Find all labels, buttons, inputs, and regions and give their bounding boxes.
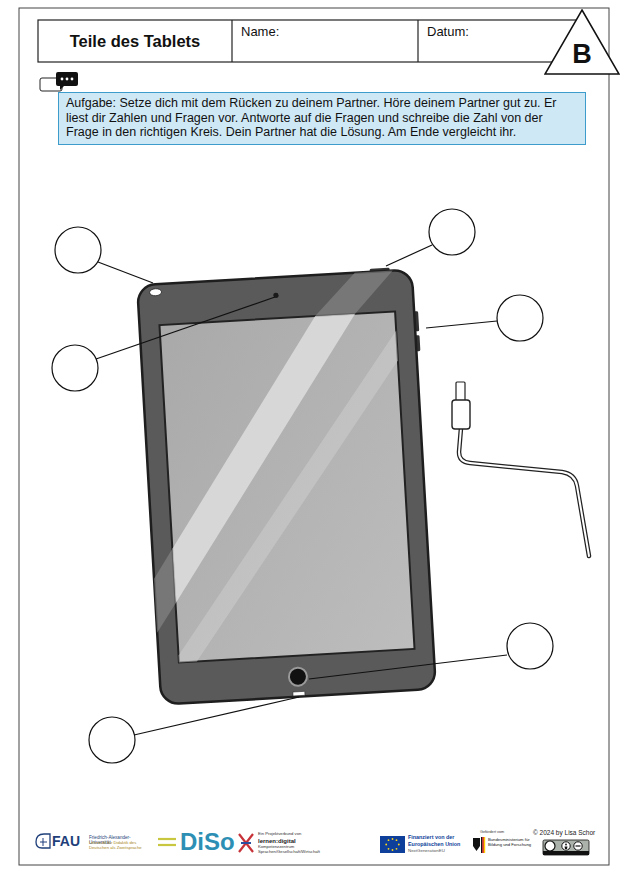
speech-bubble-tail bbox=[60, 86, 64, 90]
task-text: Aufgabe: Setze dich mit dem Rücken zu de… bbox=[66, 96, 578, 140]
screen-reflection bbox=[159, 314, 371, 604]
answer-circle bbox=[497, 295, 543, 341]
field-label: Name: bbox=[241, 24, 409, 39]
funding-text: Finanziert von der bbox=[408, 835, 454, 841]
tablet-body bbox=[137, 269, 436, 704]
bmbf-mark bbox=[473, 837, 485, 853]
logo-bar bbox=[158, 844, 176, 846]
funding-text: Europäischen Union bbox=[408, 842, 460, 848]
badge-band bbox=[543, 851, 589, 855]
answer-circle bbox=[89, 717, 135, 763]
logo-bar bbox=[158, 838, 176, 840]
logo-caption: Sprachen/Gesellschaft/Wirtschaft bbox=[258, 850, 320, 855]
badge-icon bbox=[562, 842, 570, 850]
logo-text: FAU bbox=[52, 834, 80, 849]
answer-circle bbox=[52, 345, 98, 391]
tablet-screen bbox=[159, 311, 414, 662]
diso-mark bbox=[158, 839, 176, 845]
flag bbox=[380, 836, 405, 853]
leader-lines bbox=[96, 245, 507, 735]
table-divider bbox=[417, 20, 418, 62]
body-reflection bbox=[152, 549, 177, 633]
body-reflection bbox=[313, 271, 395, 317]
logo-caption: Ein Projektverbund von bbox=[258, 832, 301, 837]
eagle bbox=[473, 838, 480, 851]
logo-shape bbox=[239, 834, 253, 852]
leader-line bbox=[426, 321, 497, 328]
dot bbox=[61, 78, 64, 81]
field-label: Datum: bbox=[427, 24, 535, 39]
fau-logo-mark bbox=[36, 834, 50, 848]
leader-line bbox=[98, 262, 153, 283]
lernen-digital-mark bbox=[239, 834, 253, 852]
dot bbox=[71, 78, 74, 81]
chair-name: Lehrstuhl für Didaktik des Deutschen als… bbox=[89, 841, 151, 850]
charging-cable bbox=[452, 382, 589, 556]
task-box: Aufgabe: Setze dich mit dem Rücken zu de… bbox=[58, 92, 586, 145]
speech-bubble bbox=[56, 72, 78, 86]
worksheet-title: Teile des Tablets bbox=[38, 20, 232, 62]
leader-line bbox=[134, 697, 299, 735]
flag-bar bbox=[484, 837, 485, 853]
flag-bar bbox=[481, 837, 482, 853]
leader-line bbox=[309, 655, 507, 679]
date-field: Datum: bbox=[419, 21, 543, 61]
answer-circle bbox=[55, 227, 101, 273]
screen-reflection bbox=[161, 330, 415, 662]
chat-icon bbox=[40, 72, 78, 91]
page-frame bbox=[19, 8, 609, 865]
dot bbox=[66, 78, 69, 81]
logo-shape bbox=[241, 842, 251, 844]
flag-bar bbox=[482, 837, 483, 853]
logo-text: lernen:digital bbox=[258, 838, 296, 845]
answer-circles bbox=[52, 209, 553, 763]
cable bbox=[459, 428, 589, 556]
tablet-drawing bbox=[137, 266, 440, 704]
funding-text: NextGenerationEU bbox=[408, 849, 445, 854]
logo-shape bbox=[40, 838, 47, 846]
answer-circle bbox=[507, 623, 553, 669]
version-triangle: B bbox=[544, 9, 620, 75]
logo-text: DiSo bbox=[180, 829, 235, 855]
name-field: Name: bbox=[233, 21, 417, 61]
leader-line bbox=[96, 297, 275, 359]
logo-caption: Kompetenzzentrum bbox=[258, 845, 294, 850]
sensor bbox=[149, 288, 161, 296]
flag-stars bbox=[385, 838, 399, 851]
leader-line bbox=[386, 245, 432, 266]
table-divider bbox=[231, 20, 232, 62]
answer-circle bbox=[429, 209, 475, 255]
copyright-note: © 2024 by Lisa Schor bbox=[533, 829, 595, 836]
version-letter: B bbox=[544, 39, 620, 70]
cc-badge bbox=[543, 840, 589, 855]
plug-tip bbox=[456, 382, 465, 401]
badge-icon bbox=[574, 842, 582, 850]
logo-shape bbox=[36, 834, 50, 848]
plug-body bbox=[452, 400, 470, 429]
home-button bbox=[288, 667, 307, 686]
badge-icon bbox=[545, 841, 555, 851]
eu-flag bbox=[380, 836, 405, 853]
ministry-name: Bundesministerium für Bildung und Forsch… bbox=[488, 838, 532, 847]
triangle-shape bbox=[545, 10, 619, 74]
cable bbox=[459, 428, 589, 556]
charging-port bbox=[293, 691, 305, 696]
funding-caption: Gefördert vom bbox=[480, 830, 504, 834]
badge bbox=[543, 840, 589, 855]
header-table bbox=[38, 20, 578, 62]
